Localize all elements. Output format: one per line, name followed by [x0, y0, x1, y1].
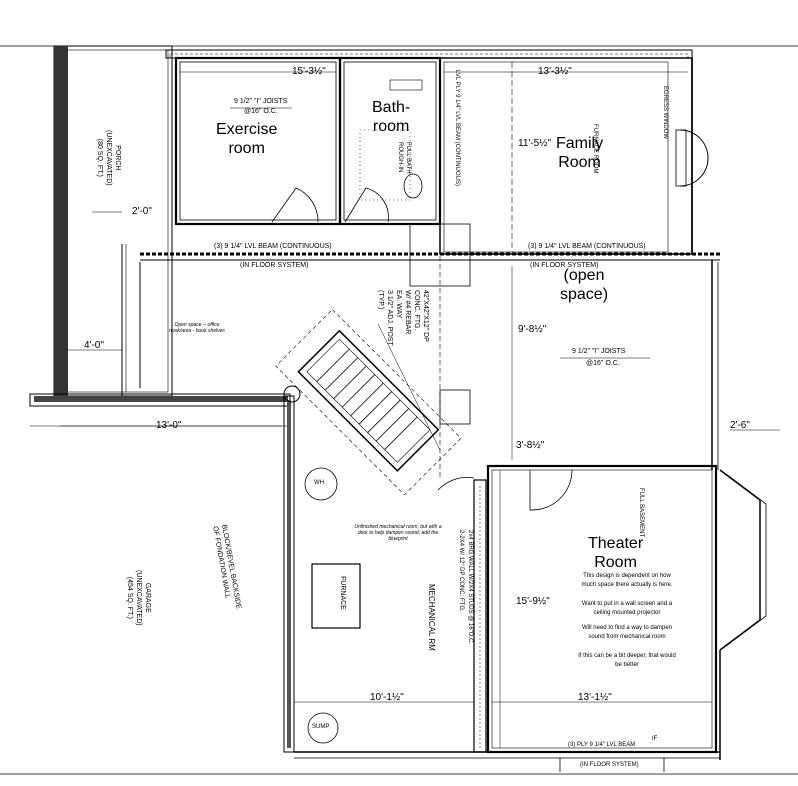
joists-left-label: 9 1/2" "I" JOISTS	[234, 98, 288, 105]
open-space-label: (open space)	[560, 267, 609, 303]
stair-run	[297, 329, 440, 472]
theater-room-label: Theater Room	[588, 535, 644, 571]
furnace-box	[311, 563, 361, 629]
theater-note-4: If this can be a bit deeper, that would …	[578, 653, 676, 668]
egress-label: EGRESS WINDOW	[662, 86, 668, 140]
if-mark: IF	[652, 736, 658, 742]
joists-right-label: 9 1/2" "I" JOISTS	[572, 348, 626, 355]
beam-right-sub: (IN FLOOR SYSTEM)	[530, 262, 599, 269]
exercise-room-label: Exercise room	[216, 121, 278, 157]
dim-exercise-width: 15'-3½"	[292, 66, 326, 77]
dim-porch-offset: 2'-0"	[132, 206, 152, 217]
beam-left-sub: (IN FLOOR SYSTEM)	[240, 262, 309, 269]
bottom-beam-sub: (IN FLOOR SYSTEM)	[580, 762, 639, 768]
furnace-room-label: FURNACE ROOM	[592, 124, 598, 174]
dim-open-depth: 9'-8½"	[518, 324, 547, 335]
theater-note-3: Will need to find a way to dampen sound …	[581, 625, 673, 640]
beam-right-label: (3) 9 1/4" LVL BEAM (CONTINUOUS)	[528, 243, 646, 250]
mechanical-note: Unfinished mechanical room, but with a d…	[354, 524, 442, 542]
sump-pit	[307, 712, 339, 744]
water-heater	[304, 467, 338, 501]
beam-left-label: (3) 9 1/4" LVL BEAM (CONTINUOUS)	[214, 243, 332, 250]
theater-note-2: Want to put in a wall screen and a ceili…	[581, 601, 673, 616]
dim-family-depth: 11'-5½"	[518, 138, 552, 149]
studs-label: 2x4 BRG WALL W/2X4 STUDS @ 16"O.C. 2-2X4…	[458, 530, 473, 645]
dim-mech-width: 10'-1½"	[370, 692, 404, 703]
garage-label: GARAGE (UNEXCAVATED) (454 SQ. FT.)	[126, 570, 151, 626]
dim-theater-width: 13'-1½"	[578, 692, 612, 703]
full-basement-label: FULL BASEMENT	[638, 488, 644, 538]
bathroom-label: Bath- room	[372, 99, 411, 135]
theater-note-1: This design is dependent on how much spa…	[581, 573, 673, 588]
dim-garage-width: 13'-0"	[156, 420, 182, 431]
family-room-label: Family Room	[556, 135, 604, 171]
joists-right-oc: @16" O.C.	[586, 360, 620, 367]
water-heater-label: WH	[314, 480, 324, 486]
lvl-top-label: LVL PLY 9 1/4" LVL BEAM (CONTINUOUS)	[454, 70, 460, 186]
open-space-note: Open space -- office nook/area - book sh…	[169, 322, 225, 334]
full-bath-label: FULL BATH ROUGH-IN	[397, 142, 411, 174]
dim-hall-depth: 3'-8½"	[516, 440, 545, 451]
sump-label: SUMP	[312, 724, 330, 730]
mechanical-room-label: MECHANICAL RM	[427, 584, 436, 651]
block-wall	[283, 395, 295, 753]
joists-left-oc: @16" O.C.	[244, 108, 278, 115]
theater-room-wall	[486, 464, 718, 754]
porch-label: PORCH (UNEXCAVATED) (80 SQ. FT.)	[96, 130, 121, 186]
dim-theater-depth: 15'-9½"	[516, 596, 550, 607]
porch-wall	[53, 45, 173, 397]
dim-family-width: 13'-3½"	[538, 66, 572, 77]
dim-porch-depth: 4'-0"	[84, 340, 104, 351]
bottom-beam-label: (3) PLY 9 1/4" LVL BEAM	[568, 742, 636, 748]
dim-bay-offset: 2'-6"	[730, 420, 750, 431]
footing-label: 42"X42"X12" DP CONC. FTG. W/ #4 REBAR EA…	[377, 290, 429, 346]
furnace-label: FURNACE	[339, 576, 346, 610]
